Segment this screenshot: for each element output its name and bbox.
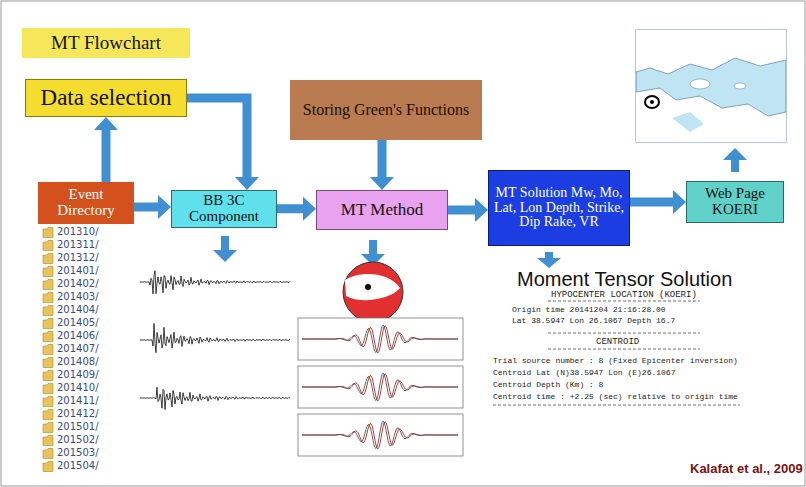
label: Trial source number : 8 (Fixed Epicenter…: [493, 356, 738, 365]
output-text: CENTROID: [596, 337, 639, 347]
process-box: MT Method: [316, 190, 448, 230]
label: 201503/: [57, 447, 99, 458]
output-text: HYPOCENTER LOCATION (KOERI): [551, 290, 697, 300]
process-box: BB 3C Component: [171, 190, 277, 228]
output-text: Moment Tensor Solution: [517, 268, 732, 290]
flow-arrow: [134, 195, 171, 219]
map: [636, 30, 786, 142]
folder-name: 201310/: [57, 226, 99, 237]
flow-arrow: [370, 140, 394, 190]
label: 201310/: [57, 226, 99, 237]
folder-name: 201401/: [57, 265, 99, 276]
flow-arrow: [187, 98, 259, 190]
folder-name: 201503/: [57, 447, 99, 458]
output-text: Centroid Lat (N)38.5947 Lon (E)26.1067: [493, 368, 675, 377]
block-arrow: [213, 148, 747, 268]
waveform-panel: [298, 318, 463, 456]
label: 201404/: [57, 304, 99, 315]
folder-name: 201410/: [57, 382, 99, 393]
process-box: MT Flowchart: [22, 28, 190, 58]
flow-arrow: [448, 198, 488, 222]
seismogram: [140, 271, 290, 410]
label: Centroid Lat (N)38.5947 Lon (E)26.1067: [493, 368, 675, 377]
process-box: Event Directory: [38, 182, 134, 224]
label: Centroid time : +2.25 (sec) relative to …: [493, 392, 738, 401]
label: Origin time 20141204 21:16:28.00: [512, 305, 666, 314]
process-box: Web Page KOERI: [686, 181, 784, 223]
folder-name: 201402/: [57, 278, 99, 289]
beachball: [343, 262, 403, 322]
label: 201402/: [57, 278, 99, 289]
label: Moment Tensor Solution: [517, 268, 732, 291]
folder-name: 201409/: [57, 369, 99, 380]
process-box: MT Solution Mw, Mo, Lat, Lon Depth, Stri…: [488, 170, 630, 246]
citation: Kalafat et al., 2009: [690, 461, 803, 476]
folder-name: 201406/: [57, 330, 99, 341]
box-text: Web Page KOERI: [692, 186, 778, 218]
label: Lat 38.5947 Lon 26.1067 Depth 16.7: [512, 316, 675, 325]
label: 201409/: [57, 369, 99, 380]
box-text: MT Solution Mw, Mo, Lat, Lon Depth, Stri…: [494, 186, 624, 230]
folder-name: 201404/: [57, 304, 99, 315]
label: 201504/: [57, 460, 99, 471]
folder-icon: [43, 228, 53, 472]
folder-name: 201411/: [57, 395, 99, 406]
label: 201502/: [57, 434, 99, 445]
folder-name: 201405/: [57, 317, 99, 328]
output-text: Centroid time : +2.25 (sec) relative to …: [493, 392, 738, 401]
output-text: Lat 38.5947 Lon 26.1067 Depth 16.7: [512, 316, 675, 325]
label: 201406/: [57, 330, 99, 341]
label: 201407/: [57, 343, 99, 354]
box-text: BB 3C Component: [177, 193, 271, 225]
label: 201403/: [57, 291, 99, 302]
box-text: Event Directory: [43, 187, 129, 219]
label: 201410/: [57, 382, 99, 393]
label: 201408/: [57, 356, 99, 367]
label: 201311/: [57, 239, 99, 250]
label: Centroid Depth (Km) : 8: [493, 380, 603, 389]
waveform: [302, 325, 458, 449]
label: Kalafat et al., 2009: [690, 461, 803, 476]
folder-name: 201403/: [57, 291, 99, 302]
folder-name: 201311/: [57, 239, 99, 250]
flow-arrow: [630, 190, 686, 214]
flow-arrow: [94, 117, 118, 182]
process-box: Storing Green's Functions: [290, 80, 482, 140]
label: 201412/: [57, 408, 99, 419]
label: 201501/: [57, 421, 99, 432]
box-text: Data selection: [41, 86, 172, 110]
flow-arrow: [277, 197, 316, 221]
box-text: MT Flowchart: [51, 33, 161, 53]
folder-name: 201312/: [57, 252, 99, 263]
box-text: MT Method: [341, 201, 423, 219]
label: 201405/: [57, 317, 99, 328]
folder-name: 201504/: [57, 460, 99, 471]
folder-name: 201407/: [57, 343, 99, 354]
output-text: Centroid Depth (Km) : 8: [493, 380, 603, 389]
folder-name: 201412/: [57, 408, 99, 419]
folder-name: 201502/: [57, 434, 99, 445]
output-text: Origin time 20141204 21:16:28.00: [512, 305, 666, 314]
label: 201411/: [57, 395, 99, 406]
folder-name: 201501/: [57, 421, 99, 432]
label: CENTROID: [596, 337, 639, 347]
folder-name: 201408/: [57, 356, 99, 367]
label: 201401/: [57, 265, 99, 276]
box-text: Storing Green's Functions: [303, 102, 469, 119]
process-box: Data selection: [25, 79, 187, 117]
label: 201312/: [57, 252, 99, 263]
output-text: Trial source number : 8 (Fixed Epicenter…: [493, 356, 738, 365]
rule-line: [493, 301, 740, 405]
label: HYPOCENTER LOCATION (KOERI): [551, 290, 697, 300]
